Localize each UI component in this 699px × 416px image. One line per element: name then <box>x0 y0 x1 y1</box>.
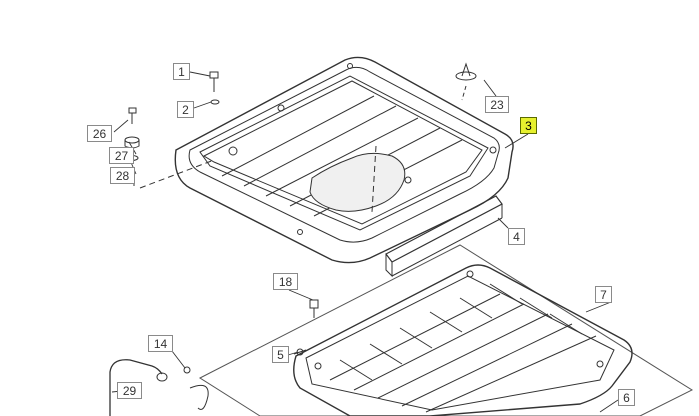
callout-part-2[interactable]: 2 <box>177 101 194 118</box>
seat-cover-assembly <box>174 56 514 264</box>
callout-part-27[interactable]: 27 <box>109 147 134 164</box>
lower-assembly-outline <box>198 244 694 416</box>
callout-part-3[interactable]: 3 <box>520 117 537 134</box>
callout-part-23[interactable]: 23 <box>485 96 509 113</box>
bumper <box>455 62 477 101</box>
callout-part-18[interactable]: 18 <box>273 273 298 290</box>
leader-lines <box>111 71 619 413</box>
callout-part-6[interactable]: 6 <box>618 389 635 406</box>
callout-part-29[interactable]: 29 <box>117 382 142 399</box>
nut <box>309 299 319 318</box>
callout-part-4[interactable]: 4 <box>508 228 525 245</box>
callout-part-1[interactable]: 1 <box>173 63 190 80</box>
seal-strip <box>385 195 503 278</box>
cable-harness <box>109 359 209 416</box>
seat-pan-assembly <box>293 264 633 416</box>
callout-part-7[interactable]: 7 <box>595 286 612 303</box>
callout-part-5[interactable]: 5 <box>272 346 289 363</box>
callout-part-14[interactable]: 14 <box>148 335 173 352</box>
callout-part-28[interactable]: 28 <box>110 167 135 184</box>
callout-part-26[interactable]: 26 <box>87 125 112 142</box>
